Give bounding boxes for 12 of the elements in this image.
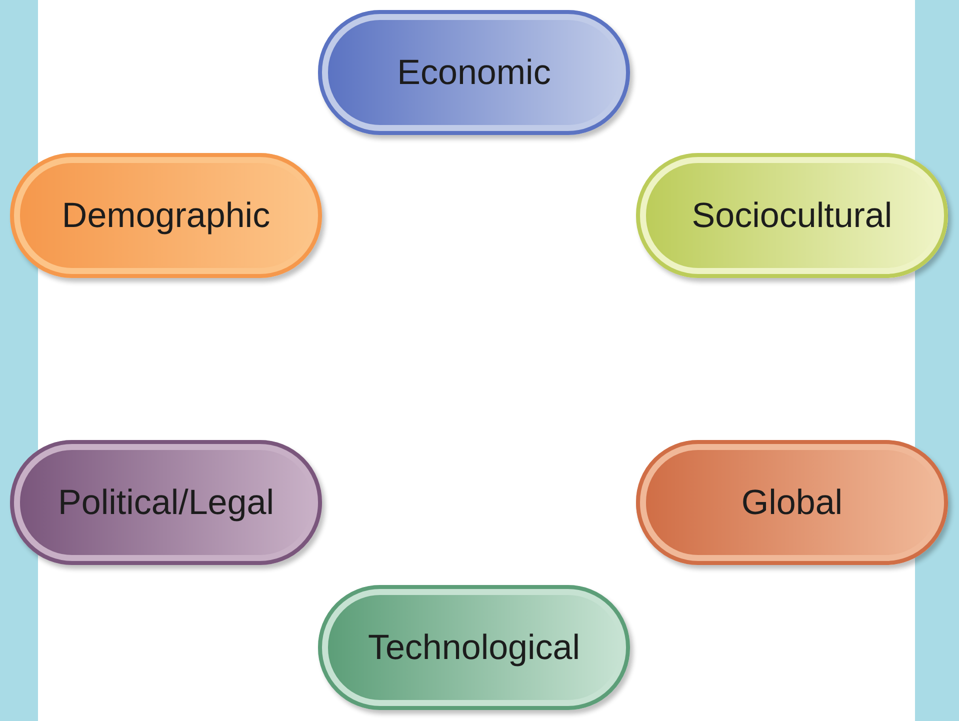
node-label: Demographic — [62, 196, 270, 236]
node-label: Political/Legal — [58, 482, 274, 522]
pill-node — [636, 153, 948, 278]
pill-node — [318, 10, 630, 135]
pill-node — [318, 585, 630, 710]
node-label: Global — [741, 482, 843, 522]
node-label: Sociocultural — [692, 196, 892, 236]
node-label: Economic — [397, 52, 551, 92]
pill-node — [10, 440, 322, 565]
pill-node — [10, 153, 322, 278]
node-label: Technological — [368, 628, 580, 668]
pill-node — [636, 440, 948, 565]
